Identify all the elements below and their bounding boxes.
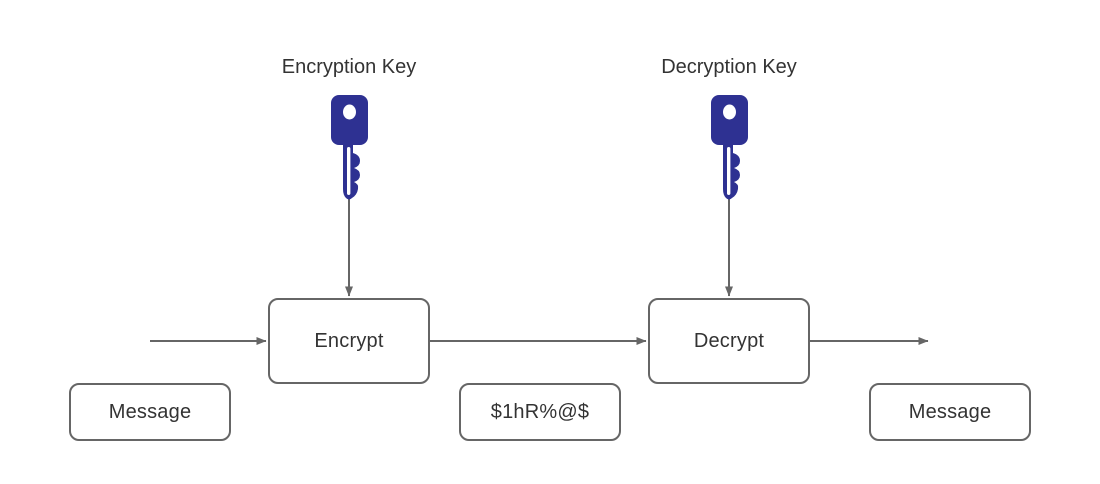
key-icon xyxy=(711,95,748,206)
plaintext-input-node[interactable]: Message xyxy=(69,383,231,441)
decryption-key-caption: Decryption Key xyxy=(661,56,797,78)
plaintext-output-node[interactable]: Message xyxy=(869,383,1031,441)
encryption-key-caption: Encryption Key xyxy=(281,56,417,78)
encrypt-node[interactable]: Encrypt xyxy=(268,298,430,384)
ciphertext-node[interactable]: $1hR%@$ xyxy=(459,383,621,441)
key-icon xyxy=(331,95,368,206)
decrypt-node[interactable]: Decrypt xyxy=(648,298,810,384)
